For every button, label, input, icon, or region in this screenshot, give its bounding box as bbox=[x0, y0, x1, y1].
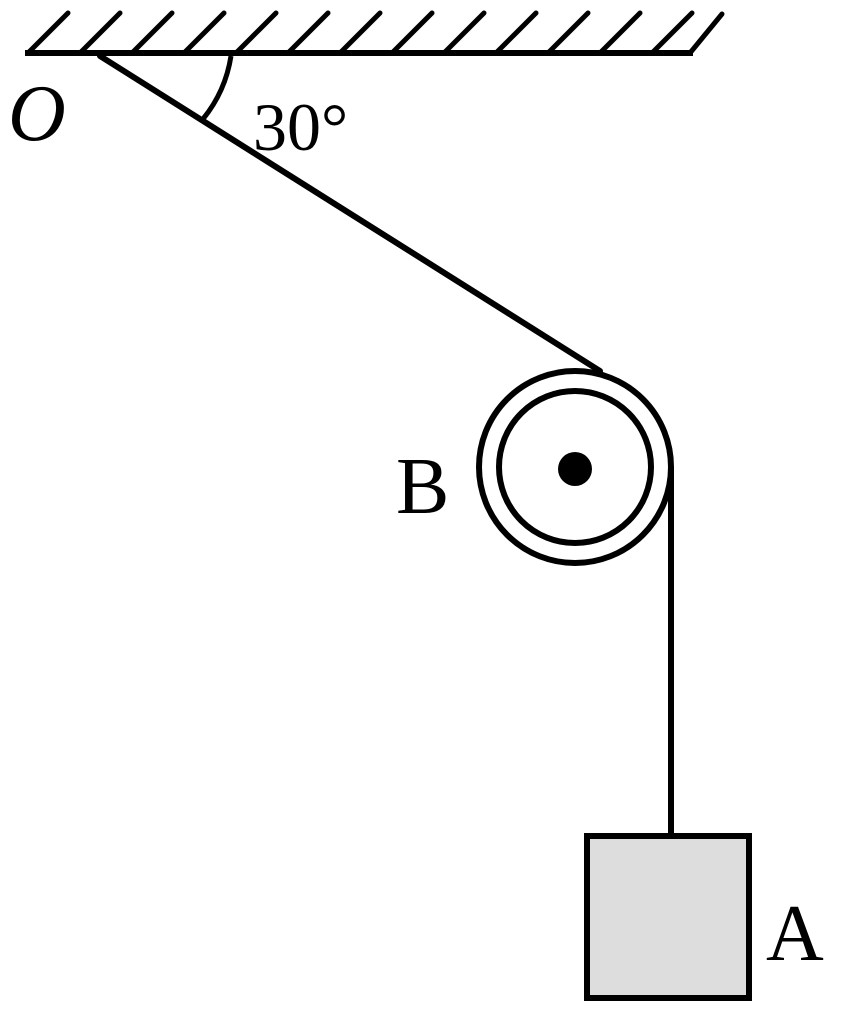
angle-arc bbox=[201, 55, 234, 121]
block-a bbox=[584, 833, 752, 1001]
pulley-axle bbox=[558, 452, 592, 486]
rope-inclined bbox=[97, 53, 603, 374]
ceiling bbox=[25, 10, 725, 56]
point-o-label: O bbox=[8, 70, 66, 158]
ceiling-hatching bbox=[25, 10, 725, 56]
block-label: A bbox=[766, 890, 824, 978]
angle-label: 30° bbox=[253, 89, 348, 165]
pulley-label: B bbox=[396, 443, 449, 531]
pulley bbox=[476, 368, 674, 566]
